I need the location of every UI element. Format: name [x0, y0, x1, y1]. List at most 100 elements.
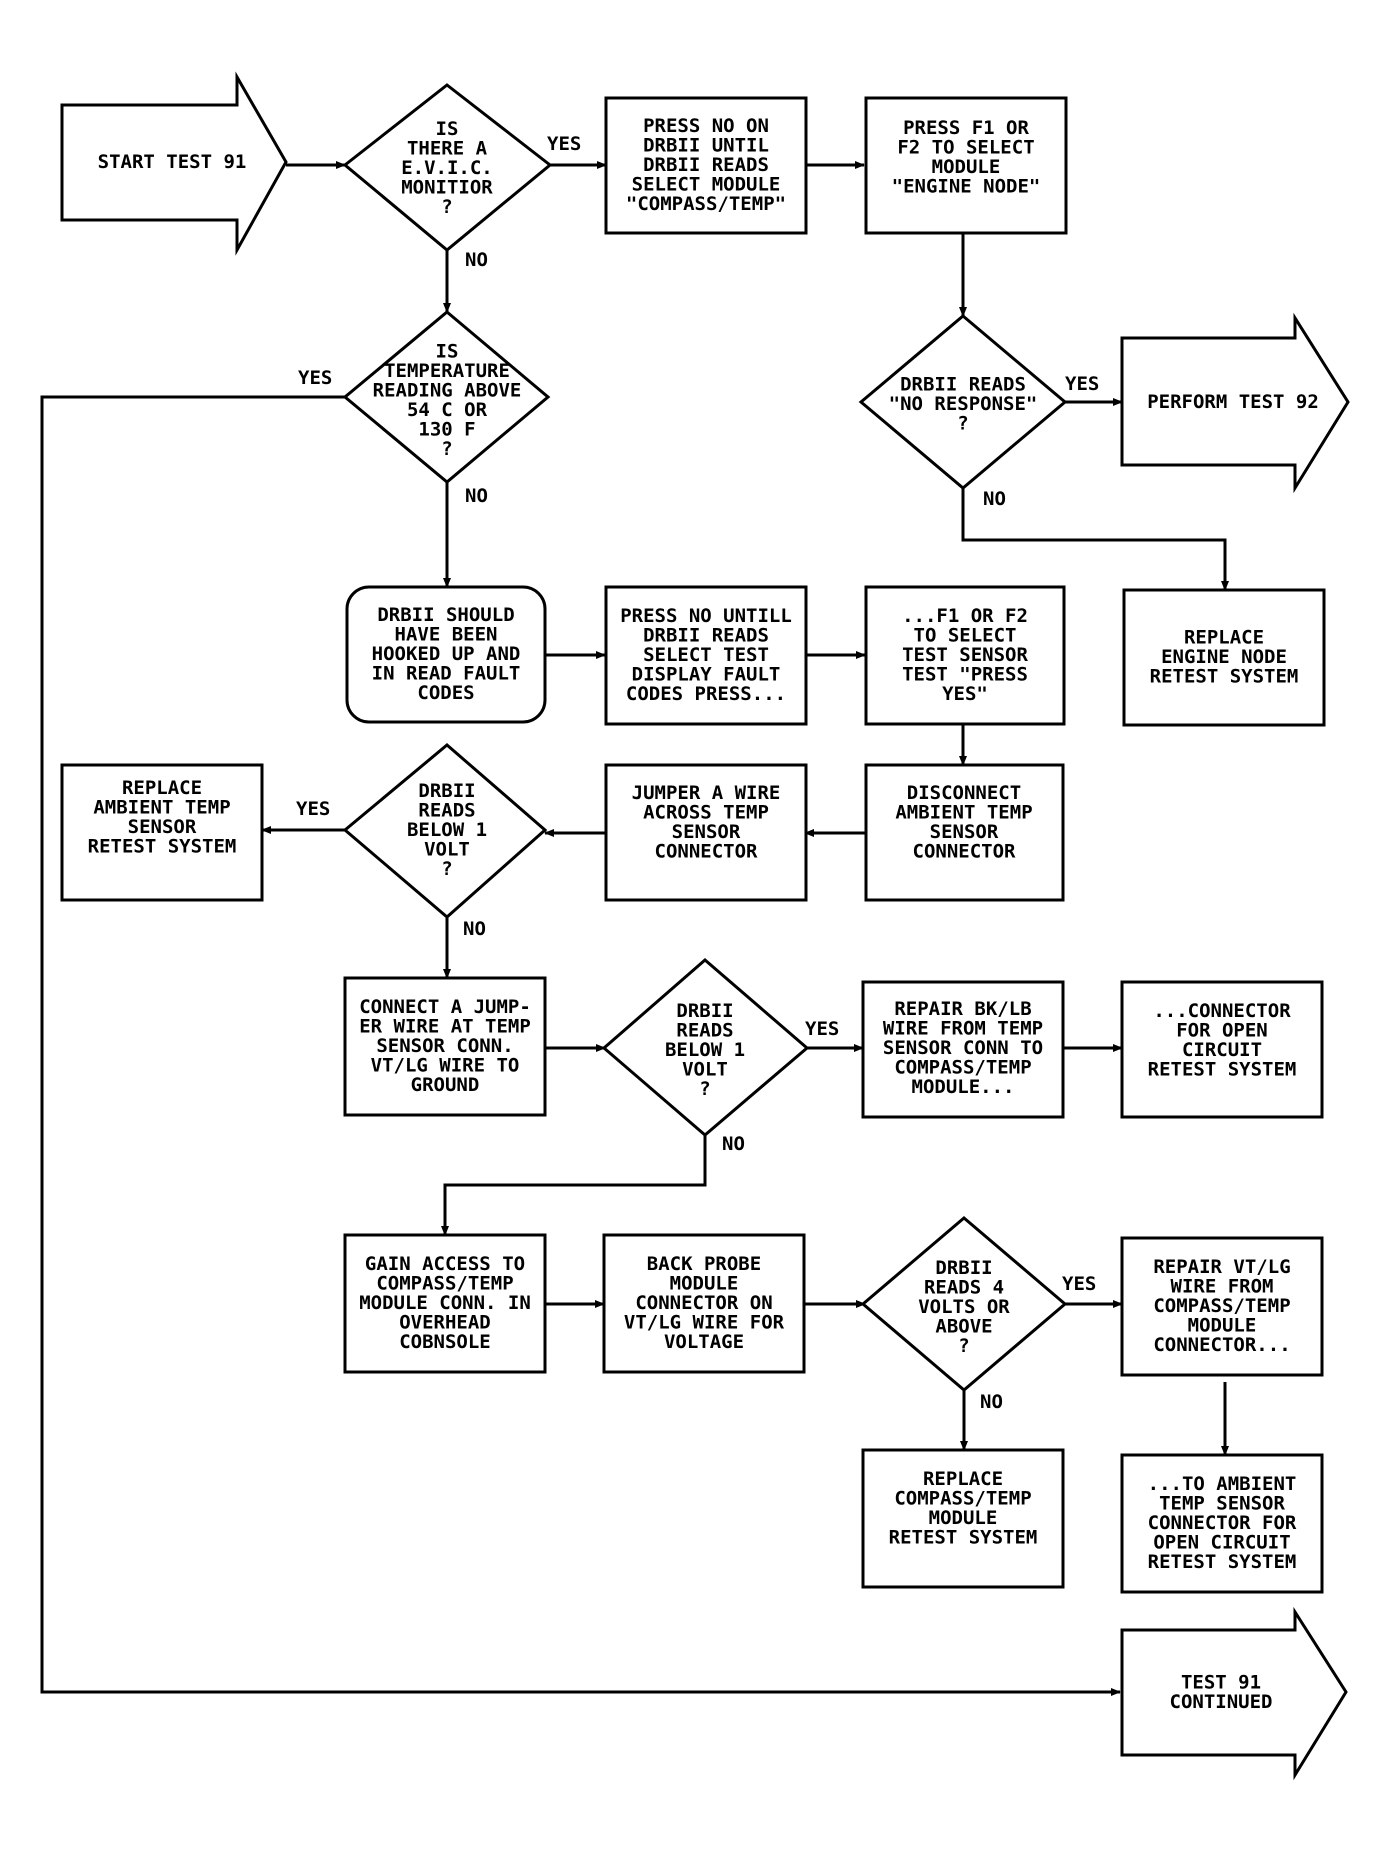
node-text-line: TEMPERATURE — [384, 360, 510, 382]
node-text-line: RETEST SYSTEM — [1148, 1551, 1297, 1573]
perform-92-arrow — [1120, 312, 1350, 494]
label-noresp-yes: YES — [1065, 373, 1099, 395]
node-text-line: MODULE — [670, 1273, 739, 1295]
connectors — [40, 161, 1229, 1696]
box-repair-bk — [861, 980, 1065, 1119]
node-text-line: VT/LG WIRE TO — [371, 1055, 520, 1077]
node-text-line: CONNECTOR FOR — [1148, 1512, 1297, 1534]
node-text-line: REPLACE — [122, 777, 202, 799]
node-text-line: MODULE — [1188, 1315, 1257, 1337]
label-noresp-no: NO — [983, 488, 1006, 510]
node-text-start: START TEST 91 — [98, 151, 247, 173]
node-text-line: FOR OPEN — [1176, 1019, 1268, 1041]
box-back-probe — [602, 1233, 806, 1374]
box-repair-vt — [1120, 1236, 1324, 1377]
node-text-line: VOLTAGE — [664, 1331, 744, 1353]
node-text-line: IS — [436, 118, 459, 140]
node-text-line: COMPASS/TEMP — [894, 1487, 1031, 1509]
node-text-line: COMPASS/TEMP — [1153, 1295, 1290, 1317]
node-text-line: TEST "PRESS — [902, 664, 1028, 686]
node-text-line: DRBII SHOULD — [377, 604, 514, 626]
node-text-line: SELECT MODULE — [632, 174, 781, 196]
node-text-line: SENSOR — [930, 821, 999, 843]
node-text-line: ABOVE — [935, 1316, 992, 1338]
node-text-line: VT/LG WIRE FOR — [624, 1312, 785, 1334]
node-text-line: JUMPER A WIRE — [632, 782, 781, 804]
node-text-line: SENSOR CONN TO — [883, 1037, 1043, 1059]
decision-evic — [342, 83, 553, 252]
node-text-line: MODULE CONN. IN — [359, 1292, 531, 1314]
node-text-line: ? — [441, 438, 452, 460]
node-text-line: CONNECTOR ON — [635, 1292, 772, 1314]
node-text-line: AMBIENT TEMP — [895, 801, 1032, 823]
node-text-line: WIRE FROM — [1171, 1276, 1274, 1298]
node-text-line: ...TO AMBIENT — [1148, 1473, 1297, 1495]
node-text-line: SENSOR — [128, 816, 197, 838]
node-text-line: CODES — [417, 682, 474, 704]
node-text-line: DRBII READS — [900, 374, 1026, 396]
node-text-line: MONITIOR — [401, 177, 493, 199]
node-text-line: ENGINE NODE — [1161, 646, 1287, 668]
node-text-line: MODULE — [929, 1507, 998, 1529]
node-text-line: PERFORM TEST 92 — [1147, 391, 1319, 413]
node-text-line: READS — [676, 1020, 733, 1042]
node-text-line: VOLT — [424, 839, 470, 861]
edge-noresp-no — [961, 488, 1229, 591]
box-gain-access — [343, 1233, 547, 1374]
node-text-line: READS — [418, 800, 475, 822]
node-text-line: ? — [441, 196, 452, 218]
node-text-line: CONNECT A JUMP- — [359, 996, 531, 1018]
box-to-ambient — [1120, 1453, 1324, 1594]
box-connector-open — [1120, 980, 1324, 1119]
node-text-line: MODULE — [932, 156, 1001, 178]
node-text-line: RETEST SYSTEM — [889, 1526, 1038, 1548]
node-text-line: REPLACE — [1184, 627, 1264, 649]
branch-labels: YES NO YES NO YES NO YES NO YES NO YES N… — [296, 133, 1099, 1413]
node-text-line: 130 F — [418, 418, 475, 440]
decision-below1-a — [342, 743, 548, 919]
node-text-line: CIRCUIT — [1182, 1039, 1262, 1061]
node-text-line: TEST 91 — [1181, 1671, 1261, 1693]
node-text-line: REPAIR VT/LG — [1153, 1256, 1290, 1278]
node-text-line: BELOW 1 — [665, 1039, 745, 1061]
node-text-line: DISCONNECT — [907, 782, 1021, 804]
box-connect-jumper — [343, 976, 547, 1117]
node-text-line: ...F1 OR F2 — [902, 605, 1028, 627]
node-text-line: "ENGINE NODE" — [892, 175, 1041, 197]
node-text-line: VOLTS OR — [918, 1296, 1010, 1318]
box-f1f2-sensor — [864, 585, 1066, 726]
label-below1a-no: NO — [463, 918, 486, 940]
node-text-line: DRBII — [418, 780, 475, 802]
box-replace-ambient — [60, 763, 264, 902]
node-text-line: RETEST SYSTEM — [1148, 1058, 1297, 1080]
node-text-line: MODULE... — [912, 1076, 1015, 1098]
label-4volts-no: NO — [980, 1391, 1003, 1413]
node-text-line: DRBII READS — [643, 625, 769, 647]
node-text-line: THERE A — [407, 138, 488, 160]
node-text-line: DRBII — [935, 1257, 992, 1279]
node-text-line: DRBII READS — [643, 154, 769, 176]
node-text-line: IS — [436, 340, 459, 362]
label-4volts-yes: YES — [1062, 1273, 1096, 1295]
node-text-line: CONNECTOR... — [1153, 1334, 1290, 1356]
node-text-line: COMPASS/TEMP — [894, 1057, 1031, 1079]
